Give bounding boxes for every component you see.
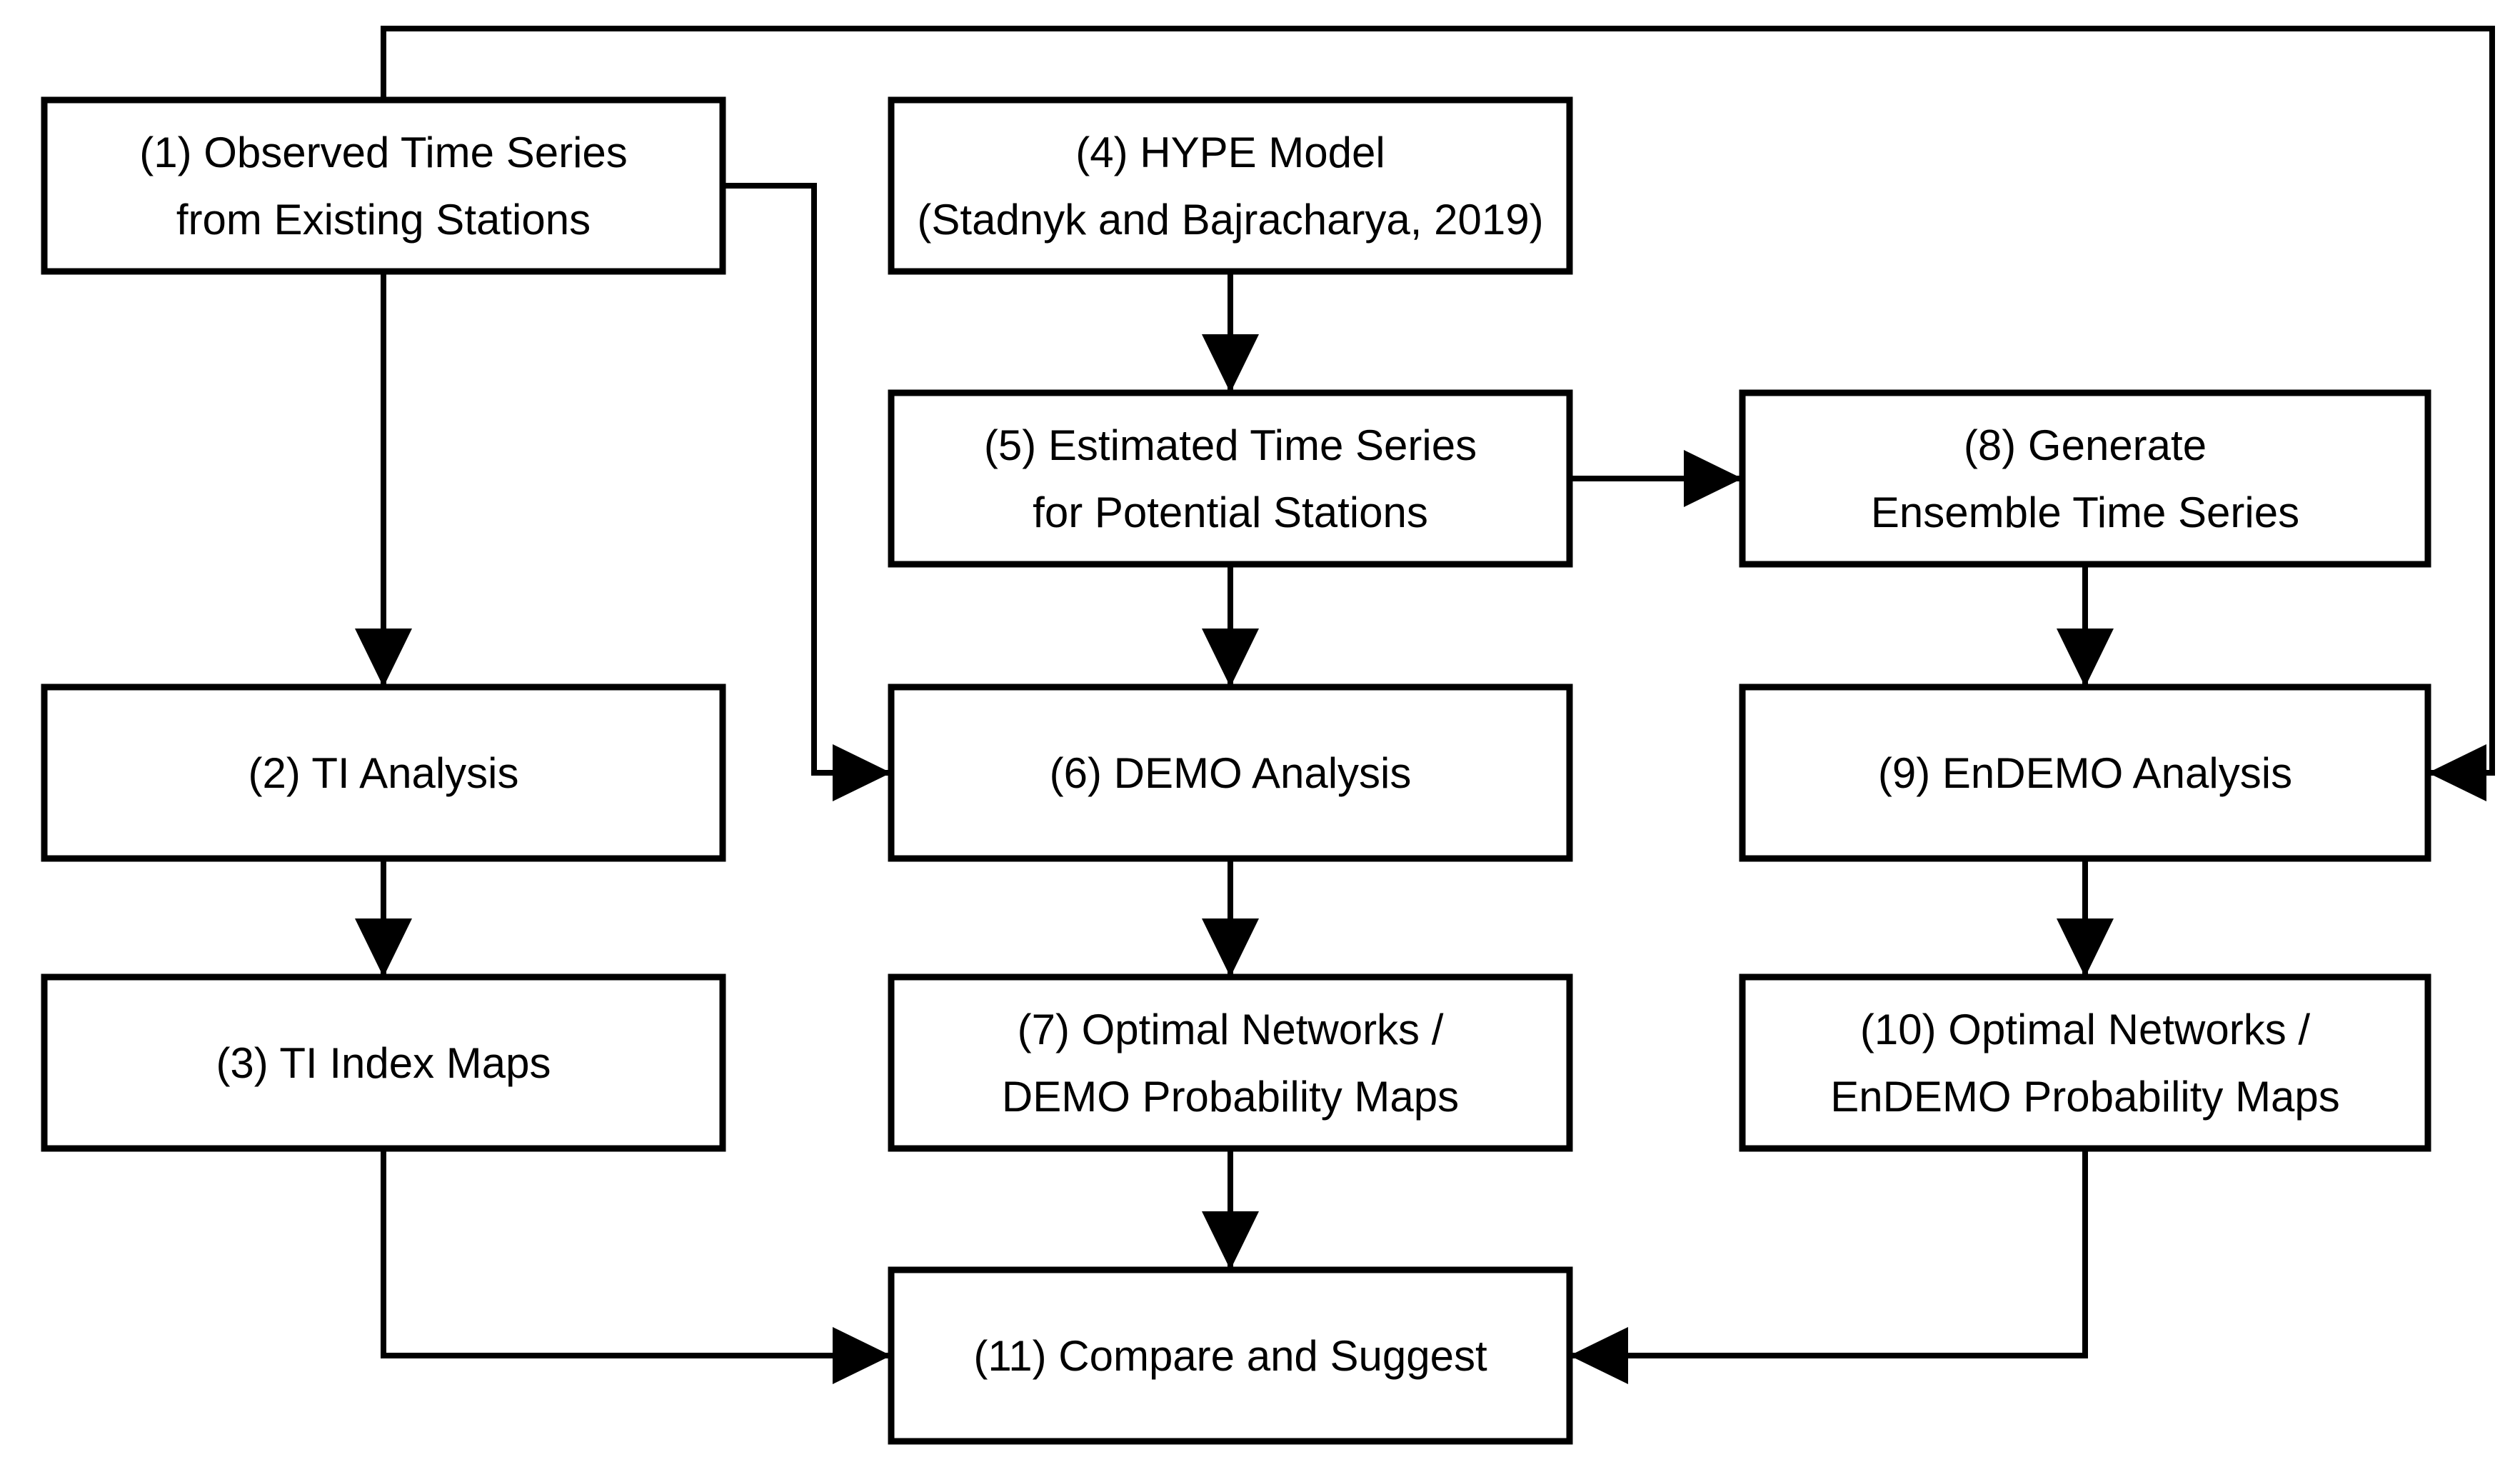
flow-node-n6: (6) DEMO Analysis: [888, 684, 1573, 862]
node-label-n6: (6) DEMO Analysis: [1050, 749, 1412, 797]
edge-arrowhead-n1-n6: [833, 744, 891, 801]
flow-node-n2: (2) TI Analysis: [41, 684, 726, 862]
node-box-n6: [888, 684, 1573, 862]
edge-arrowhead-n5-n6: [1202, 629, 1259, 687]
edges-layer: [355, 26, 2495, 1384]
edge-arrowhead-n5-n8: [1684, 450, 1742, 507]
edge-arrowhead-n2-n3: [355, 918, 412, 977]
edge-arrowhead-n4-n5: [1202, 334, 1259, 393]
node-label-n3: (3) TI Index Maps: [216, 1039, 551, 1087]
edge-arrowhead-n7-n11: [1202, 1211, 1259, 1270]
node-box-n9: [1739, 684, 2431, 862]
node-label-n11: (11) Compare and Suggest: [973, 1332, 1487, 1380]
edge-arrowhead-n6-n7: [1202, 918, 1259, 977]
edge-arrowhead-n8-n9: [2057, 629, 2114, 687]
edge-arrowhead-n10-n11: [1570, 1327, 1628, 1384]
node-box-n1: [41, 96, 726, 275]
node-box-n5: [888, 389, 1573, 568]
node-box-n8: [1739, 389, 2431, 568]
flow-node-n11: (11) Compare and Suggest: [888, 1266, 1573, 1445]
node-label-n10: (10) Optimal Networks /EnDEMO Probabilit…: [1830, 1006, 2340, 1121]
flow-node-n9: (9) EnDEMO Analysis: [1739, 684, 2431, 862]
edge-line-n3-n11: [381, 1148, 891, 1358]
node-box-n3: [41, 973, 726, 1152]
node-label-n9: (9) EnDEMO Analysis: [1878, 749, 2292, 797]
flow-node-n10: (10) Optimal Networks /EnDEMO Probabilit…: [1739, 973, 2431, 1152]
node-label-n4: (4) HYPE Model(Stadnyk and Bajracharya, …: [917, 129, 1543, 244]
node-label-n7: (7) Optimal Networks /DEMO Probability M…: [1002, 1006, 1459, 1121]
node-box-n2: [41, 684, 726, 862]
flow-node-n3: (3) TI Index Maps: [41, 973, 726, 1152]
node-box-n7: [888, 973, 1573, 1152]
node-box-n11: [888, 1266, 1573, 1445]
edge-arrowhead-n3-n11: [833, 1327, 891, 1384]
node-label-n2: (2) TI Analysis: [248, 749, 518, 797]
edge-line-n10-n11: [1570, 1148, 2088, 1358]
edge-arrowhead-n9-n10: [2057, 918, 2114, 977]
node-box-n10: [1739, 973, 2431, 1152]
edge-arrowhead-n1-n9: [2428, 744, 2486, 801]
node-box-n4: [888, 96, 1573, 275]
edge-arrowhead-n1-n2: [355, 629, 412, 687]
edge-line-n1-n6: [723, 183, 891, 776]
flow-node-n7: (7) Optimal Networks /DEMO Probability M…: [888, 973, 1573, 1152]
flow-node-n4: (4) HYPE Model(Stadnyk and Bajracharya, …: [888, 96, 1573, 275]
